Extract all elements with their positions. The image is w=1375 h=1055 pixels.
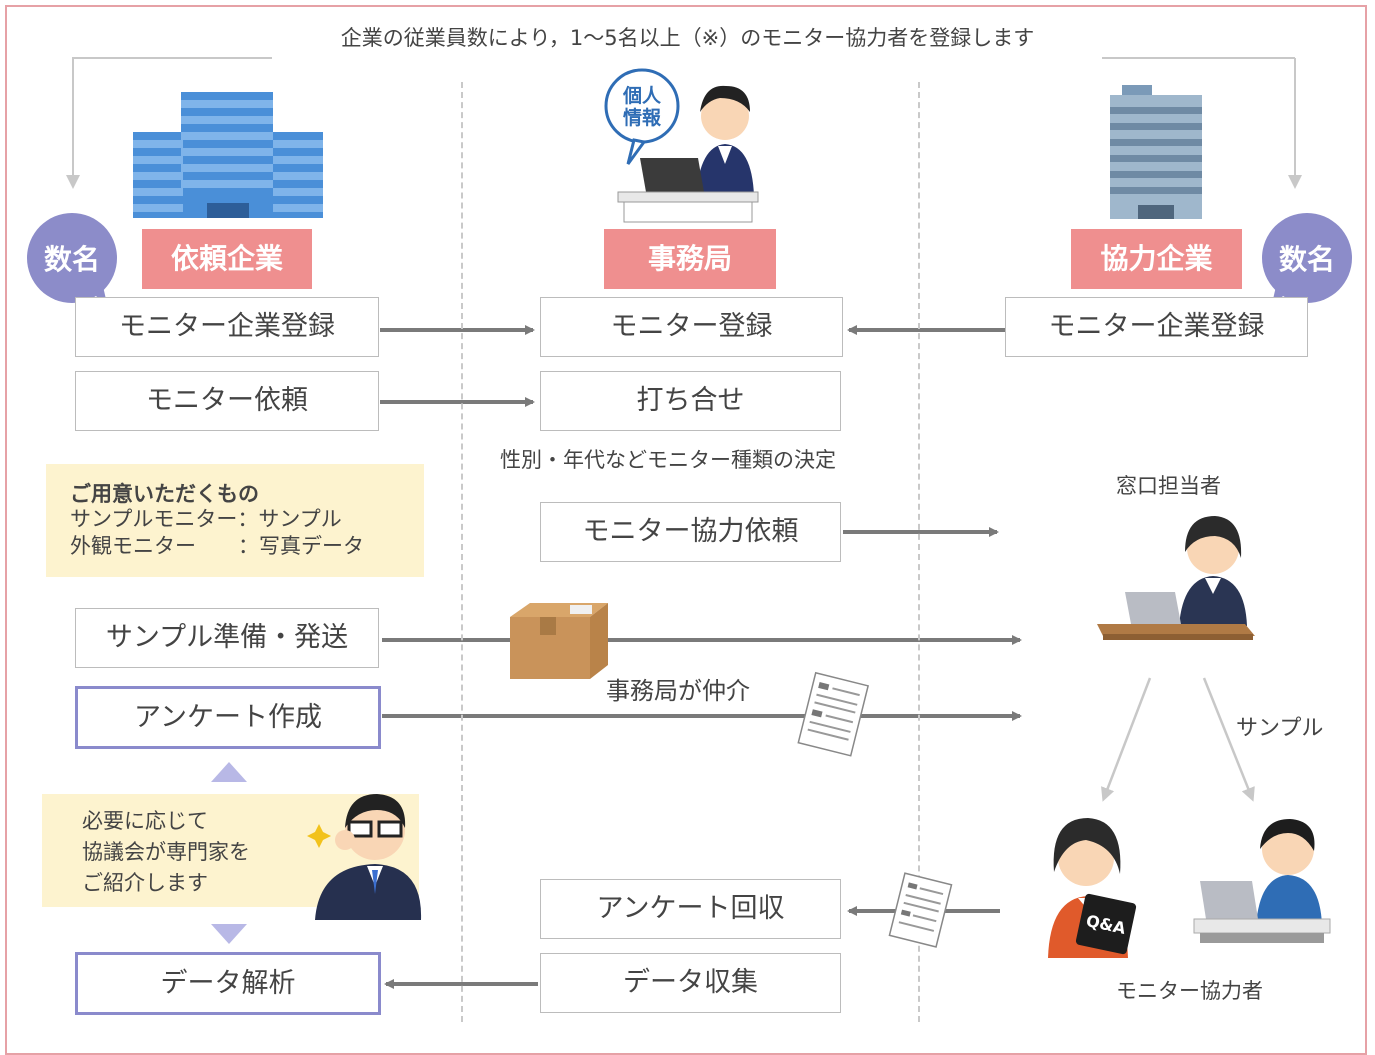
triangle-down <box>211 924 247 944</box>
data-analysis-box: データ解析 <box>75 952 381 1015</box>
expert-note-line1: 必要に応じて <box>82 809 208 833</box>
left-count-bubble: 数名 <box>27 213 117 308</box>
privacy-sign-line1: 個人 <box>622 85 662 107</box>
monitor-woman-illustration: Q&A <box>1048 818 1137 958</box>
top-note: 企業の従業員数により，1～5名以上（※）のモニター協力者を登録します <box>340 26 1035 50</box>
column-divider-right <box>918 82 920 1022</box>
triangle-up <box>211 762 247 782</box>
data-collect-box: データ収集 <box>540 953 841 1013</box>
survey-collect-box: アンケート回収 <box>540 879 841 939</box>
client-register-box: モニター企業登録 <box>75 297 379 357</box>
survey-create-box: アンケート作成 <box>75 686 381 749</box>
returned-sheet-icon <box>888 872 953 948</box>
role-client: 依頼企業 <box>142 229 312 289</box>
right-count-bubble: 数名 <box>1262 213 1352 308</box>
expert-note-line2: 協議会が専門家を <box>82 840 250 864</box>
monitor-register-box: モニター登録 <box>540 297 843 357</box>
prepare-note: ご用意いただくもの サンプルモニター：サンプル 外観モニター ：写真データ <box>46 464 424 577</box>
contact-person-illustration <box>1097 516 1255 640</box>
client-request-box: モニター依頼 <box>75 371 379 431</box>
prepare-note-line1: サンプルモニター：サンプル <box>70 507 342 531</box>
privacy-sign-line2: 情報 <box>623 106 662 129</box>
monitors-label: モニター協力者 <box>1116 979 1263 1003</box>
secretariat-staff-illustration: 個人 情報 <box>604 68 759 223</box>
prepare-note-title: ご用意いただくもの <box>70 482 259 506</box>
sample-label: サンプル <box>1236 716 1324 741</box>
arrow-to-monitor-right <box>1202 677 1255 802</box>
top-bracket <box>66 57 1302 189</box>
arrow-to-monitor-left <box>1101 677 1152 802</box>
partner-building-icon <box>1110 85 1202 219</box>
right-bubble-text: 数名 <box>1279 243 1335 276</box>
survey-sheet-icon <box>797 671 870 757</box>
role-secretariat: 事務局 <box>604 229 776 289</box>
monitor-man-illustration <box>1193 819 1331 943</box>
expert-note-line3: ご紹介します <box>82 871 208 895</box>
left-bubble-text: 数名 <box>44 243 100 276</box>
expert-illustration <box>307 794 422 920</box>
contact-label: 窓口担当者 <box>1116 474 1221 498</box>
meeting-box: 打ち合せ <box>540 371 841 431</box>
decision-label: 性別・年代などモニター種類の決定 <box>500 448 836 472</box>
partner-register-box: モニター企業登録 <box>1005 297 1308 357</box>
client-building-icon <box>133 92 323 218</box>
prepare-note-line2: 外観モニター ：写真データ <box>70 534 364 558</box>
mediation-label: 事務局が仲介 <box>606 677 750 705</box>
package-icon <box>510 603 608 679</box>
role-partner: 協力企業 <box>1071 229 1242 289</box>
coop-request-box: モニター協力依頼 <box>540 502 841 562</box>
column-divider-left <box>461 82 463 1022</box>
sample-prep-box: サンプル準備・発送 <box>75 608 379 668</box>
